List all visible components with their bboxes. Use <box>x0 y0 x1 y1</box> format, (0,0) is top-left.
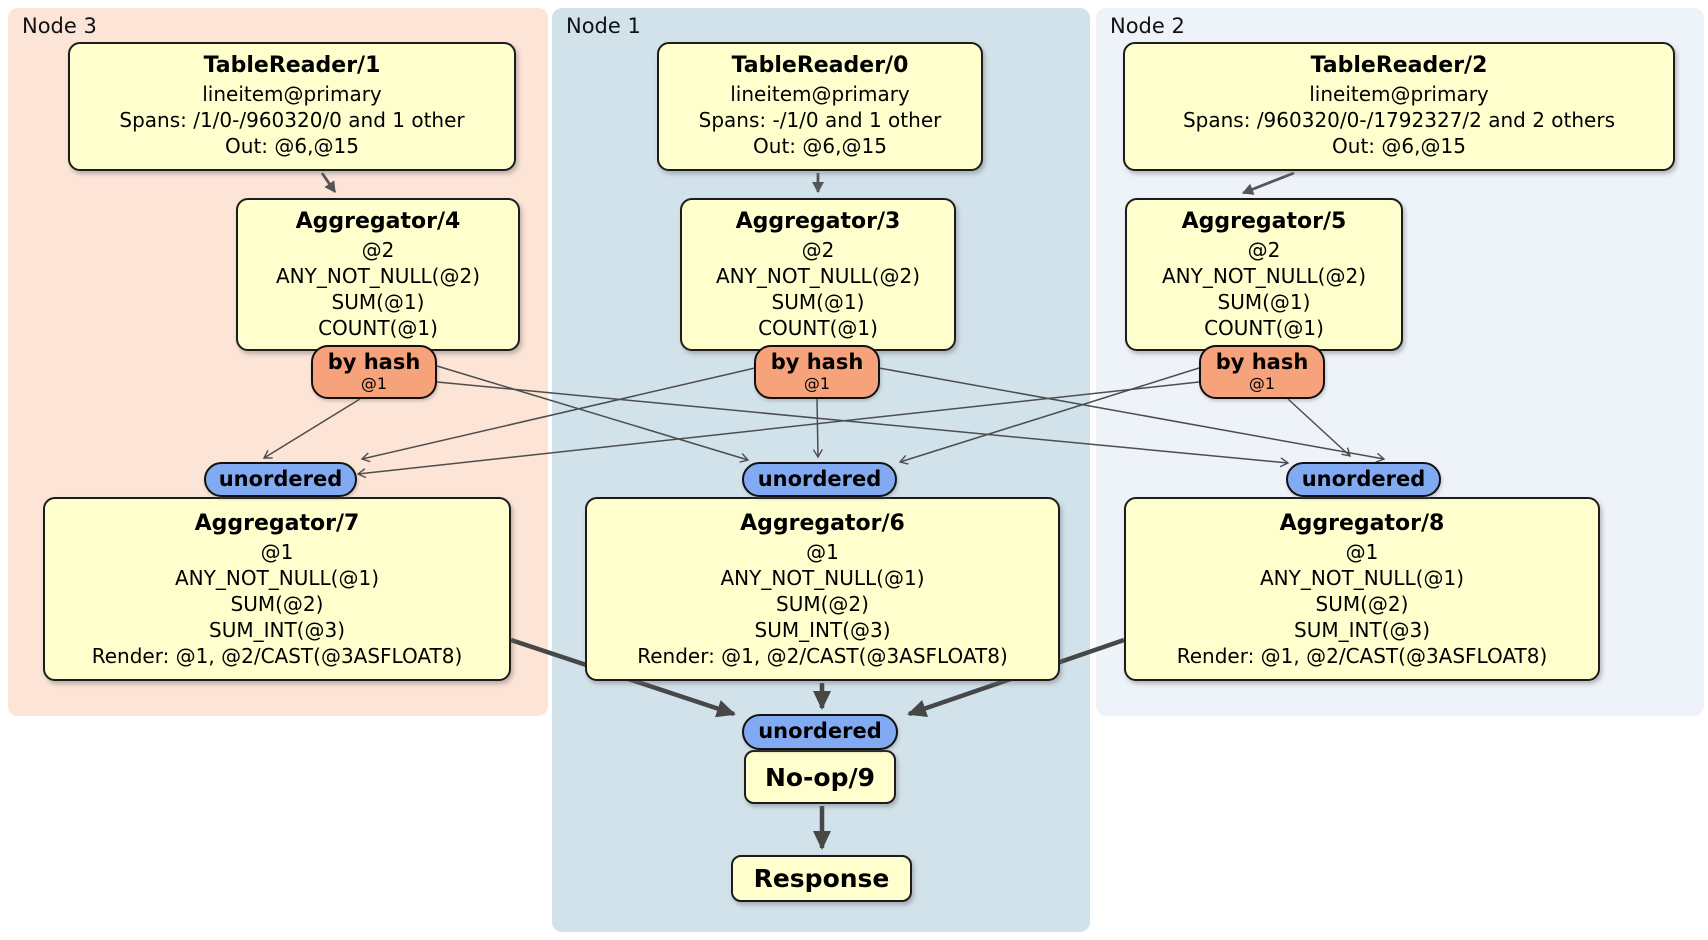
region-label-node2: Node 2 <box>1110 14 1185 38</box>
processor-detail: ANY_NOT_NULL(@1) <box>1260 566 1464 590</box>
processor-detail: ANY_NOT_NULL(@2) <box>716 264 920 288</box>
processor-detail: Render: @1, @2/CAST(@3ASFLOAT8) <box>1176 644 1548 668</box>
processor-detail: SUM(@2) <box>230 592 324 616</box>
processor-detail: SUM(@2) <box>776 592 869 616</box>
edge-group-routers <box>264 365 1384 474</box>
processor-detail: @1 <box>806 540 839 564</box>
processor-aggregator-3: Aggregator/3 @2 ANY_NOT_NULL(@2) SUM(@1)… <box>680 198 956 351</box>
stream-unordered-node2: unordered <box>1286 462 1441 497</box>
processor-detail: COUNT(@1) <box>1204 316 1324 340</box>
router-by-hash-node2: by hash @1 <box>1199 345 1325 399</box>
edge-byhash3-u3 <box>264 398 361 458</box>
processor-tablereader-1: TableReader/1 lineitem@primary Spans: /1… <box>68 42 516 171</box>
processor-title: Aggregator/7 <box>194 511 360 536</box>
processor-aggregator-5: Aggregator/5 @2 ANY_NOT_NULL(@2) SUM(@1)… <box>1125 198 1403 351</box>
processor-detail: ANY_NOT_NULL(@1) <box>720 566 925 590</box>
region-label-node3: Node 3 <box>22 14 97 38</box>
edge-byhash1-u1 <box>817 398 818 457</box>
processor-detail: SUM_INT(@3) <box>754 618 891 642</box>
processor-detail: @2 <box>1247 238 1281 262</box>
processor-detail: lineitem@primary <box>730 82 910 106</box>
router-by-hash-node1: by hash @1 <box>754 345 880 399</box>
edge-byhash2-u2 <box>1287 398 1350 456</box>
processor-title: TableReader/0 <box>731 53 909 78</box>
processor-title: Aggregator/5 <box>1181 209 1347 234</box>
edge-byhash3-u1 <box>436 365 748 460</box>
processor-detail: Spans: /960320/0-/1792327/2 and 2 others <box>1182 108 1615 132</box>
processor-detail: COUNT(@1) <box>758 316 878 340</box>
edge-group-tablereaders <box>320 171 1295 195</box>
processor-detail: SUM(@1) <box>331 290 425 314</box>
edge-byhash2-u1 <box>900 367 1200 462</box>
processor-detail: @1 <box>260 540 294 564</box>
processor-title: Aggregator/8 <box>1279 511 1445 536</box>
stream-unordered-node1: unordered <box>742 462 897 497</box>
router-label: by hash <box>327 350 421 374</box>
processor-detail: SUM(@2) <box>1315 592 1409 616</box>
processor-noop-9: No-op/9 <box>744 750 896 804</box>
edge-byhash1-u2 <box>878 367 1384 459</box>
stream-unordered-final: unordered <box>742 714 898 750</box>
processor-tablereader-2: TableReader/2 lineitem@primary Spans: /9… <box>1123 42 1675 171</box>
processor-detail: lineitem@primary <box>1309 82 1489 106</box>
processor-detail: SUM(@1) <box>1217 290 1311 314</box>
router-by-hash-node3: by hash @1 <box>311 345 437 399</box>
processor-detail: SUM(@1) <box>771 290 865 314</box>
processor-detail: SUM_INT(@3) <box>1294 618 1430 642</box>
router-detail: @1 <box>1248 374 1276 393</box>
processor-detail: @2 <box>361 238 395 262</box>
processor-aggregator-6: Aggregator/6 @1 ANY_NOT_NULL(@1) SUM(@2)… <box>585 497 1060 681</box>
processor-aggregator-8: Aggregator/8 @1 ANY_NOT_NULL(@1) SUM(@2)… <box>1124 497 1600 681</box>
processor-detail: Render: @1, @2/CAST(@3ASFLOAT8) <box>91 644 463 668</box>
processor-title: Aggregator/6 <box>740 511 905 536</box>
processor-title: TableReader/1 <box>203 53 381 78</box>
processor-detail: Out: @6,@15 <box>753 134 887 158</box>
processor-detail: Render: @1, @2/CAST(@3ASFLOAT8) <box>637 644 1008 668</box>
processor-aggregator-7: Aggregator/7 @1 ANY_NOT_NULL(@1) SUM(@2)… <box>43 497 511 681</box>
processor-title: Aggregator/3 <box>735 209 901 234</box>
response-node: Response <box>731 855 912 902</box>
edge-tr1-agg4 <box>320 172 337 193</box>
processor-title: Aggregator/4 <box>295 209 461 234</box>
stream-unordered-node3: unordered <box>204 462 357 497</box>
processor-detail: ANY_NOT_NULL(@2) <box>276 264 480 288</box>
router-label: by hash <box>1215 350 1309 374</box>
router-label: by hash <box>770 350 864 374</box>
processor-detail: Spans: -/1/0 and 1 other <box>698 108 942 132</box>
edge-byhash2-u3 <box>358 381 1200 474</box>
processor-detail: @1 <box>1345 540 1379 564</box>
edge-tr2-agg5 <box>1242 171 1295 195</box>
processor-detail: Out: @6,@15 <box>1332 134 1466 158</box>
processor-detail: lineitem@primary <box>202 82 382 106</box>
processor-detail: SUM_INT(@3) <box>209 618 345 642</box>
processor-detail: Spans: /1/0-/960320/0 and 1 other <box>119 108 465 132</box>
processor-detail: Out: @6,@15 <box>225 134 359 158</box>
router-detail: @1 <box>803 374 831 393</box>
processor-title: TableReader/2 <box>1310 53 1488 78</box>
processor-detail: ANY_NOT_NULL(@1) <box>175 566 379 590</box>
edge-byhash1-u3 <box>362 367 756 459</box>
region-label-node1: Node 1 <box>566 14 641 38</box>
processor-detail: ANY_NOT_NULL(@2) <box>1162 264 1366 288</box>
processor-detail: @2 <box>801 238 835 262</box>
processor-tablereader-0: TableReader/0 lineitem@primary Spans: -/… <box>657 42 983 171</box>
edge-byhash3-u2 <box>436 381 1288 463</box>
router-detail: @1 <box>360 374 388 393</box>
processor-aggregator-4: Aggregator/4 @2 ANY_NOT_NULL(@2) SUM(@1)… <box>236 198 520 351</box>
processor-detail: COUNT(@1) <box>318 316 438 340</box>
